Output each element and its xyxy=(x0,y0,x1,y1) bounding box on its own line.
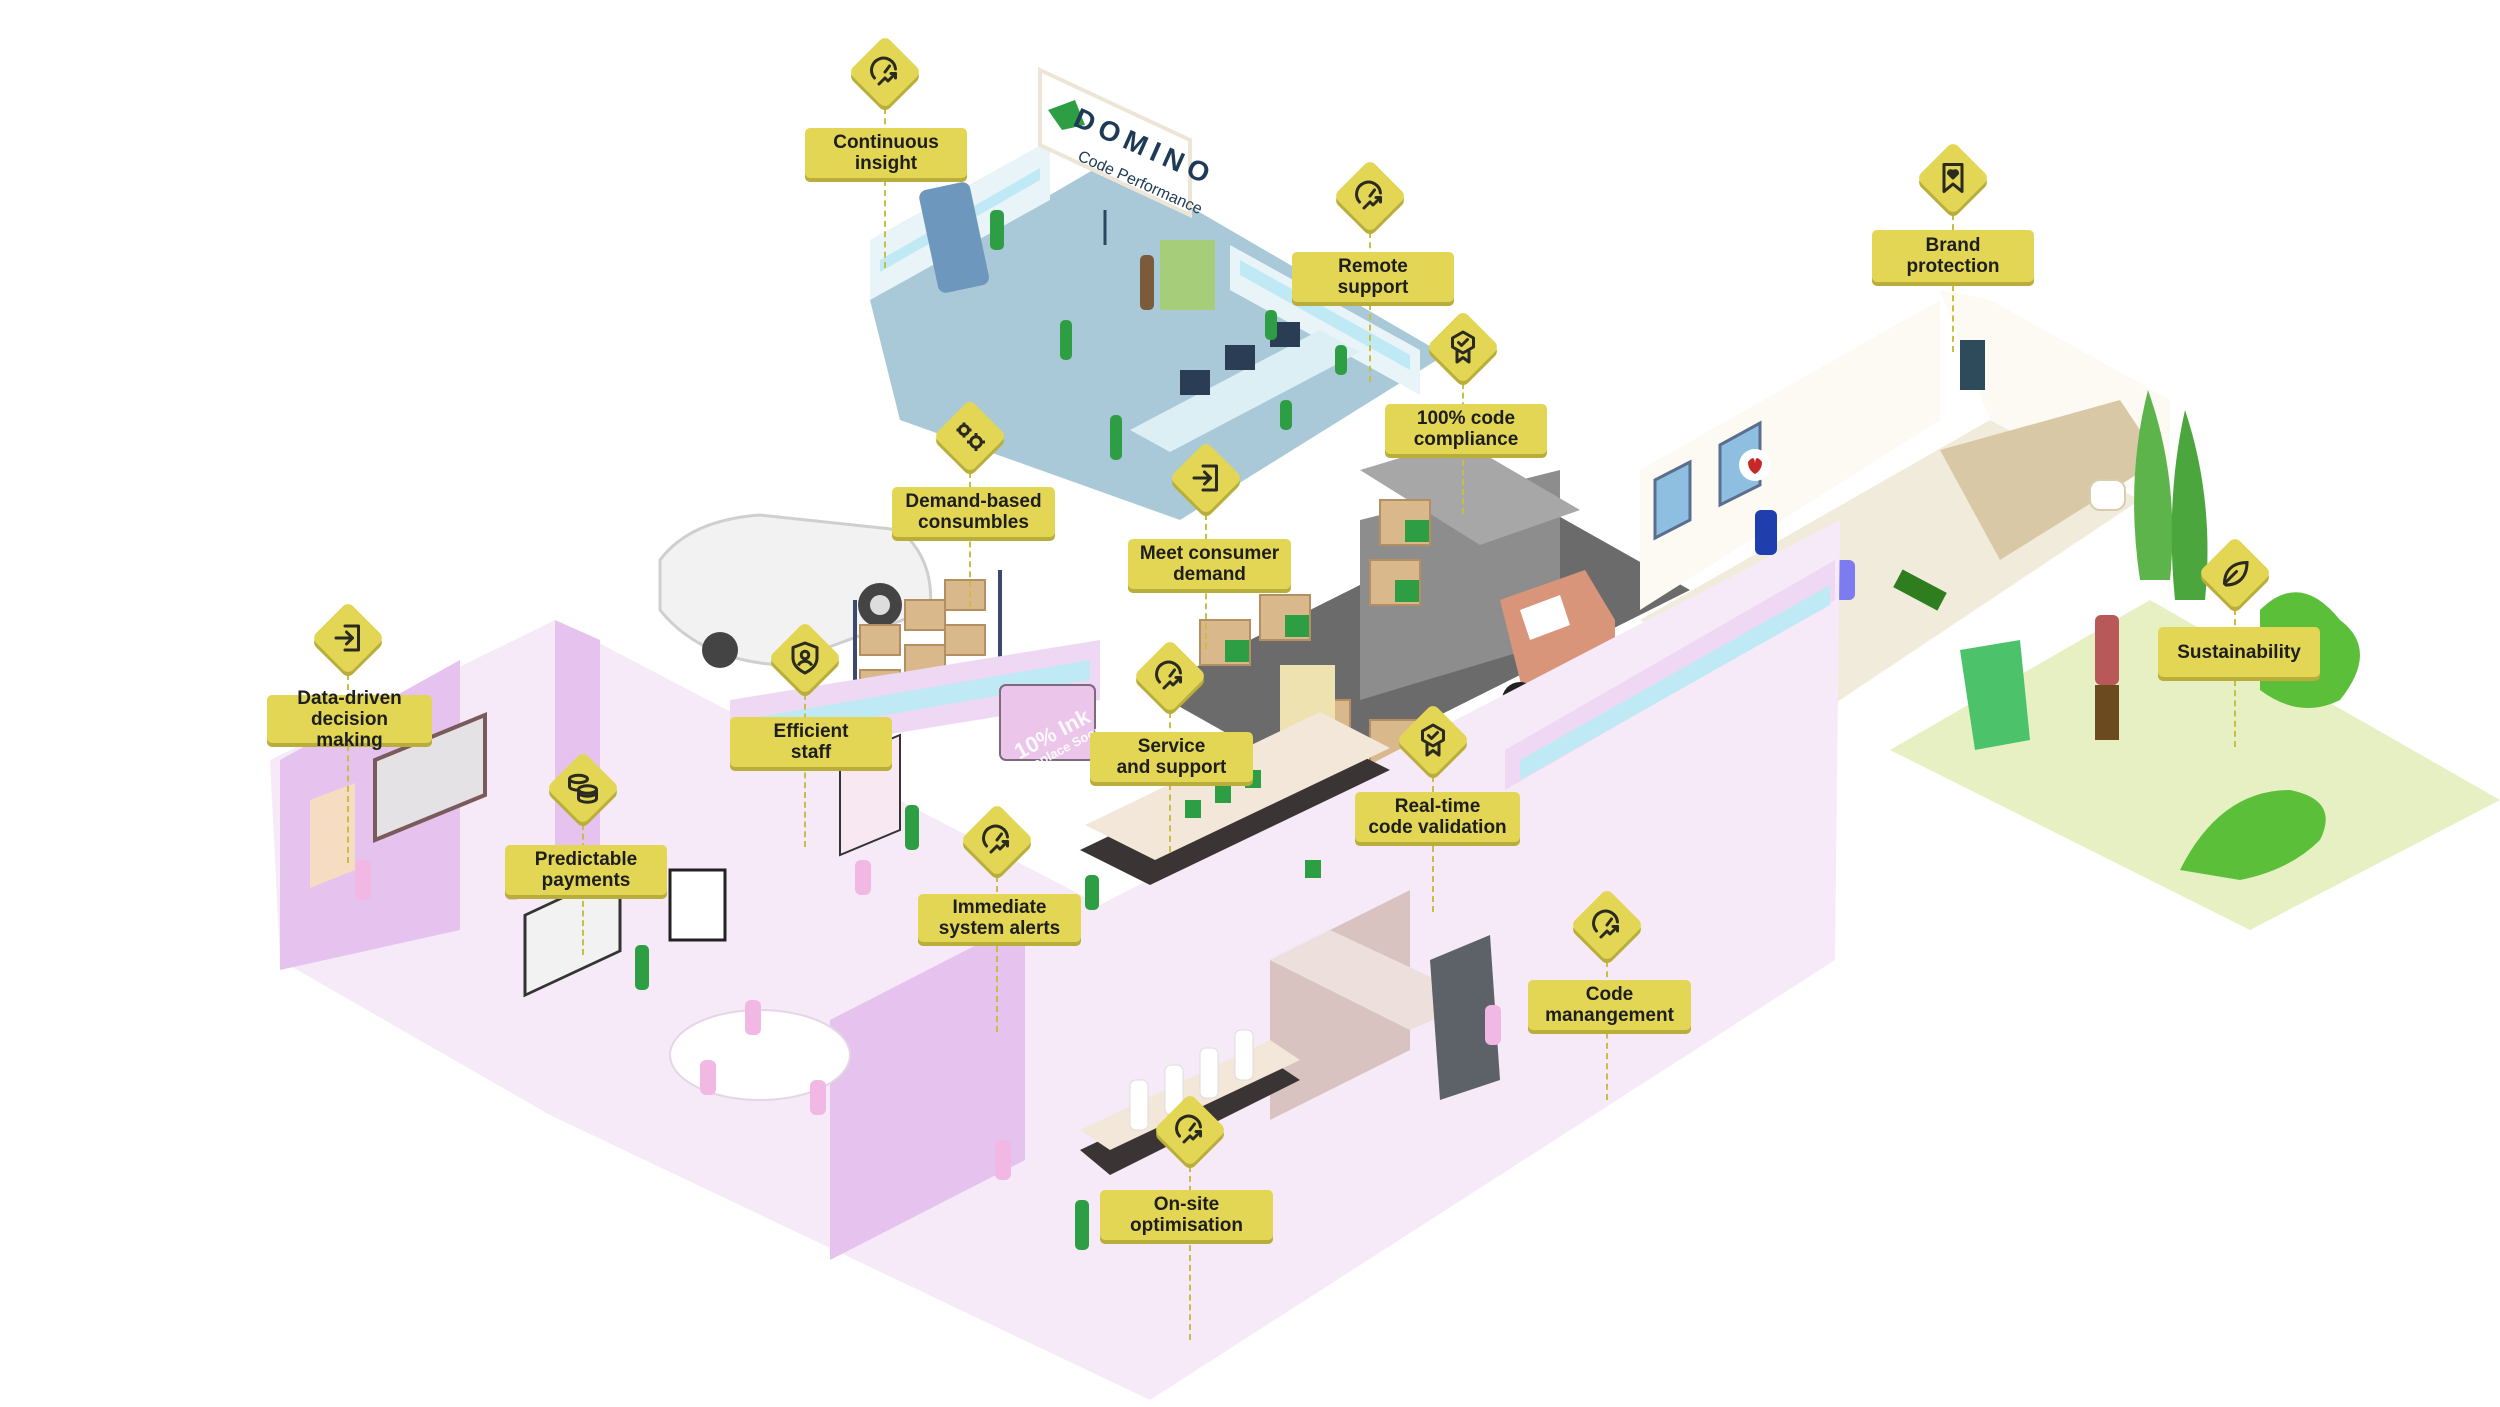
factory-floor xyxy=(270,520,1840,1400)
delivery-van-area xyxy=(658,513,1002,710)
leader-line xyxy=(969,472,971,607)
gears-icon xyxy=(952,418,988,454)
hotspot-label-line2: system alerts xyxy=(938,918,1061,939)
speedometer-growth-icon xyxy=(1352,178,1388,214)
leaf-icon xyxy=(2217,555,2253,591)
hotspot-label-line2: protection xyxy=(1906,256,2000,277)
hotspot-label-line2: optimisation xyxy=(1130,1215,1243,1236)
hotspot-label-line1: Demand-based xyxy=(905,491,1042,512)
enter-arrow-icon xyxy=(330,620,366,656)
hotspot-label-line1: Predictable xyxy=(534,849,638,870)
hotspot-label-line1: Remote xyxy=(1338,256,1408,277)
garden-area xyxy=(1890,390,2500,930)
shield-person-icon xyxy=(787,640,823,676)
leader-line xyxy=(1606,961,1608,1100)
hotspot-label-line1: Service xyxy=(1137,736,1206,757)
hotspot-label-line1: Brand xyxy=(1925,235,1981,256)
hotspot-label-line2: code validation xyxy=(1368,817,1507,838)
leader-line xyxy=(1432,776,1434,912)
hotspot-label-line1: Real-time xyxy=(1394,796,1481,817)
hotspot-label-line2: consumbles xyxy=(918,512,1029,533)
hotspot-label-line2: demand xyxy=(1173,564,1246,585)
hotspot-label-text: Sustainability xyxy=(2177,642,2301,663)
leader-line xyxy=(2234,609,2236,747)
hotspot-label-line1: Meet consumer xyxy=(1139,543,1280,564)
speedometer-growth-icon xyxy=(979,822,1015,858)
hotspot-label-line2: payments xyxy=(541,870,631,891)
hotspot-label-line1: Immediate xyxy=(952,897,1047,918)
hotspot-label-line1: Code xyxy=(1585,984,1634,1005)
hotspot-label-line2: and support xyxy=(1116,757,1227,778)
speedometer-growth-icon xyxy=(1152,658,1188,694)
bookmark-heart-icon xyxy=(1935,160,1971,196)
speedometer-growth-icon xyxy=(1589,907,1625,943)
hotspot-label-line2: staff xyxy=(790,742,832,763)
hotspot-label[interactable]: Sustainability xyxy=(2158,627,2320,677)
leader-line xyxy=(884,108,886,268)
hotspot-label-line2: compliance xyxy=(1413,429,1519,450)
hotspot-label-line1: 100% code xyxy=(1416,408,1516,429)
leader-line xyxy=(804,694,806,847)
leader-line xyxy=(1189,1166,1191,1340)
hotspot-label-line2: manangement xyxy=(1545,1005,1674,1026)
hotspot-label-line1: Sustainability xyxy=(2177,641,2301,663)
leader-line xyxy=(996,876,998,1032)
leader-line xyxy=(1952,214,1954,352)
hotspot-label-line1: Data-driven xyxy=(297,687,402,709)
enter-arrow-icon xyxy=(1188,460,1224,496)
hotspot-label-line2: decision making xyxy=(310,708,389,751)
speedometer-growth-icon xyxy=(1172,1112,1208,1148)
leader-line xyxy=(1169,712,1171,852)
remote-office-area xyxy=(870,66,1445,520)
coins-icon xyxy=(565,770,601,806)
award-badge-check-icon xyxy=(1415,722,1451,758)
hotspot-label-line1: On-site xyxy=(1153,1194,1220,1215)
award-badge-check-icon xyxy=(1445,329,1481,365)
hotspot-label-line2: support xyxy=(1337,277,1409,298)
speedometer-growth-icon xyxy=(867,54,903,90)
hotspot-label-line2: insight xyxy=(854,153,918,174)
hotspot-label-line1: Efficient xyxy=(773,721,849,742)
leader-line xyxy=(347,674,349,863)
hotspot-label-line1: Continuous xyxy=(833,132,939,153)
leader-line xyxy=(1369,232,1371,382)
